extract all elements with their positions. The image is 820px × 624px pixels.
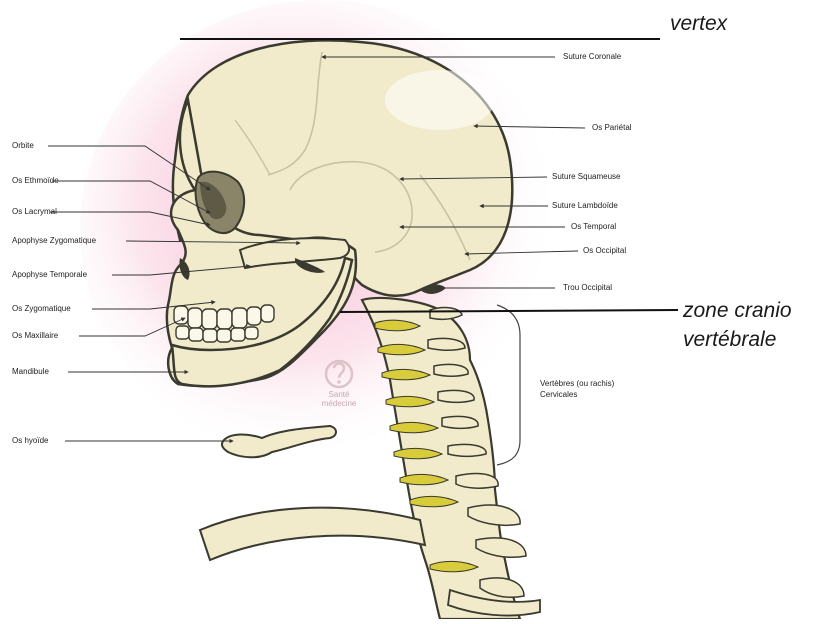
label-suture-lambdoide: Suture Lambdoïde [552,201,618,211]
label-os-maxillaire: Os Maxillaire [12,331,58,341]
label-orbite: Orbite [12,141,34,151]
label-vertebres-2: Cervicales [540,390,577,400]
label-os-hyoide: Os hyoïde [12,436,48,446]
label-suture-coronale: Suture Coronale [563,52,621,62]
label-os-zygomatique: Os Zygomatique [12,304,71,314]
watermark-line2: médecine [314,400,364,408]
label-os-occipital: Os Occipital [583,246,626,256]
label-zone-cranio: zone cranio [683,299,792,323]
label-os-ethmoide: Os Ethmoïde [12,176,59,186]
label-os-parietal: Os Pariétal [592,123,632,133]
label-vertebrale: vertébrale [683,328,776,352]
label-mandibule: Mandibule [12,367,49,377]
clavicle [200,508,425,560]
label-apophyse-zygomatique: Apophyse Zygomatique [12,236,96,246]
label-os-lacrymal: Os Lacrymal [12,207,57,217]
label-suture-squameuse: Suture Squameuse [552,172,621,182]
watermark-line1: Santé [314,391,364,399]
label-vertebres-1: Vertèbres (ou rachis) [540,379,614,389]
cranium-highlight [385,70,495,130]
label-vertex: vertex [670,12,727,36]
label-apophyse-temporale: Apophyse Temporale [12,270,87,280]
label-trou-occipital: Trou Occipital [563,283,612,293]
label-os-temporal: Os Temporal [571,222,616,232]
